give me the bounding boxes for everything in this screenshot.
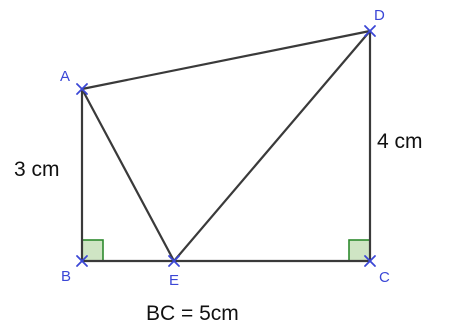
point-C xyxy=(364,255,376,267)
label-D: D xyxy=(374,7,385,24)
segment-DE xyxy=(172,29,372,263)
point-E xyxy=(168,255,180,267)
measure-BC: BC = 5cm xyxy=(146,302,239,325)
point-D xyxy=(364,25,376,37)
segment-AD xyxy=(80,29,372,91)
point-B xyxy=(76,255,88,267)
measure-CD: 4 cm xyxy=(377,130,423,153)
point-A xyxy=(76,83,88,95)
segment-AE xyxy=(80,87,176,263)
label-C: C xyxy=(379,269,390,286)
measure-AB: 3 cm xyxy=(14,158,60,181)
label-E: E xyxy=(169,272,179,289)
label-A: A xyxy=(60,68,70,85)
label-B: B xyxy=(61,268,71,285)
